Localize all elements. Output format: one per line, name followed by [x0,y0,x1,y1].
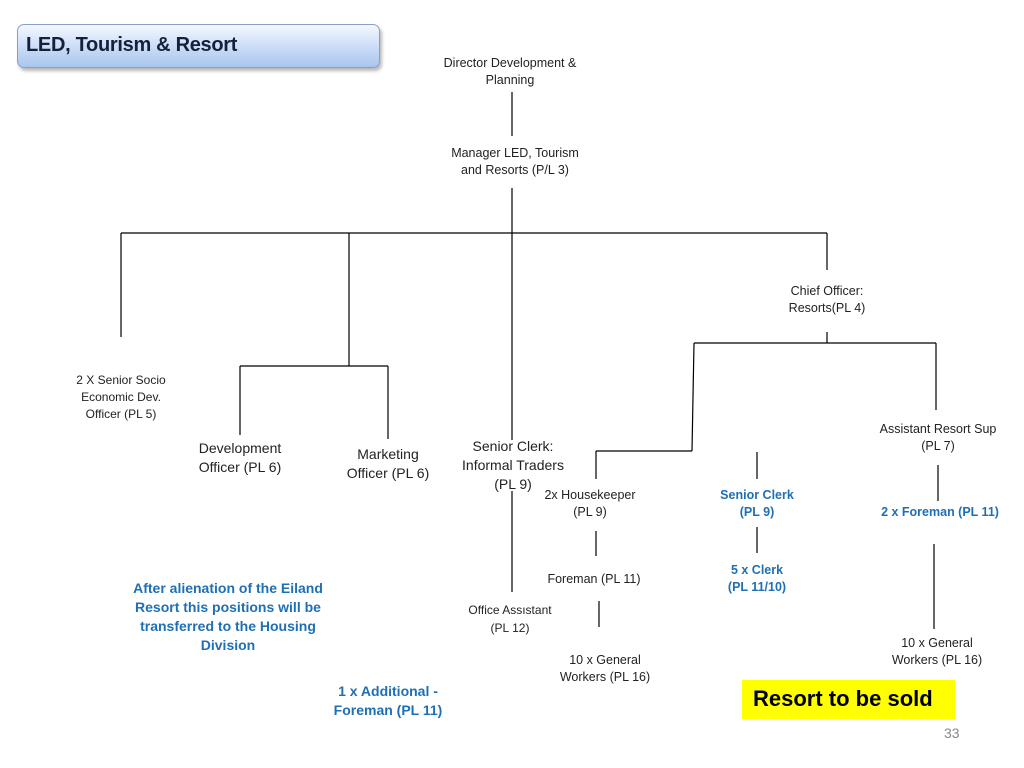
note-alienation-line1: After alienation of the Eiland [133,580,323,596]
node-senior-clerk-resort-line2: (PL 9) [739,505,775,519]
note-alienation-line3: transferred to the Housing [140,618,316,634]
node-assistant-resort-sup-line2: (PL 7) [921,439,955,453]
node-chief-officer: Chief Officer: Resorts(PL 4) [742,283,912,317]
node-foreman-2x: 2 x Foreman (PL 11) [860,504,1020,521]
node-foreman-2x-line1: 2 x Foreman (PL 11) [881,505,999,519]
slide-title: LED, Tourism & Resort [26,34,238,56]
node-clerks-5x-line2: (PL 11/10) [727,580,787,594]
node-housekeeper-line2: (PL 9) [573,505,607,519]
node-development-officer: Development Officer (PL 6) [170,439,310,477]
resort-sold-highlight: Resort to be sold [742,680,955,719]
node-manager-line1: Manager LED, Tourism [451,146,579,160]
node-senior-socio-line2: Economic Dev. [81,390,161,404]
node-housekeeper-line1: 2x Housekeeper [544,488,636,502]
resort-sold-text: Resort to be sold [753,686,933,711]
node-foreman: Foreman (PL 11) [524,571,664,588]
node-marketing-officer-line1: Marketing [357,446,419,462]
node-clerks-5x: 5 x Clerk (PL 11/10) [687,562,827,596]
node-assistant-resort-sup: Assistant Resort Sup (PL 7) [858,421,1018,455]
node-development-officer-line1: Development [198,440,282,456]
connector-resort-left-stem [691,342,695,452]
node-chief-officer-line1: Chief Officer: [790,284,864,298]
node-general-workers-left: 10 x General Workers (PL 16) [535,652,675,686]
note-alienation: After alienation of the Eiland Resort th… [118,579,338,655]
node-general-workers-right: 10 x General Workers (PL 16) [867,635,1007,669]
node-senior-socio-line1: 2 X Senior Socio [76,373,166,387]
note-alienation-line2: Resort this positions will be [135,599,321,615]
node-director-line1: Director Development & [443,56,577,70]
note-additional-foreman-line2: Foreman (PL 11) [333,702,443,718]
note-additional-foreman: 1 x Additional - Foreman (PL 11) [318,682,458,720]
node-senior-clerk-resort: Senior Clerk (PL 9) [687,487,827,521]
node-general-workers-left-line1: 10 x General [569,653,641,667]
note-additional-foreman-line1: 1 x Additional - [338,683,438,699]
node-general-workers-right-line1: 10 x General [901,636,973,650]
node-senior-clerk-informal-line1: Senior Clerk: [472,438,554,454]
node-assistant-resort-sup-line1: Assistant Resort Sup [879,422,997,436]
node-senior-clerk-informal: Senior Clerk: Informal Traders (PL 9) [438,437,588,494]
page-number: 33 [944,725,960,741]
node-chief-officer-line2: Resorts(PL 4) [788,301,866,315]
node-manager-line2: and Resorts (P/L 3) [461,163,569,177]
node-general-workers-left-line2: Workers (PL 16) [559,670,651,684]
note-alienation-line4: Division [200,637,256,653]
node-manager: Manager LED, Tourism and Resorts (P/L 3) [415,145,615,179]
node-office-assistant-line1: Office Assıstant [468,603,552,617]
node-general-workers-right-line2: Workers (PL 16) [891,653,983,667]
node-senior-clerk-informal-line2: Informal Traders [462,457,564,473]
node-clerks-5x-line1: 5 x Clerk [730,563,784,577]
node-office-assistant: Office Assıstant (PL 12) [440,601,580,637]
node-senior-clerk-informal-line3: (PL 9) [494,476,532,492]
node-office-assistant-line2: (PL 12) [490,621,530,635]
node-development-officer-line2: Officer (PL 6) [198,459,282,475]
node-director: Director Development & Planning [410,55,610,89]
node-senior-socio-line3: Officer (PL 5) [85,407,157,421]
node-foreman-line1: Foreman (PL 11) [547,572,641,586]
node-senior-socio: 2 X Senior Socio Economic Dev. Officer (… [41,372,201,423]
node-marketing-officer-line2: Officer (PL 6) [346,465,430,481]
node-senior-clerk-resort-line1: Senior Clerk [720,488,794,502]
slide-title-box: LED, Tourism & Resort [17,24,380,68]
node-marketing-officer: Marketing Officer (PL 6) [318,445,458,483]
node-housekeeper: 2x Housekeeper (PL 9) [520,487,660,521]
node-director-line2: Planning [485,73,535,87]
